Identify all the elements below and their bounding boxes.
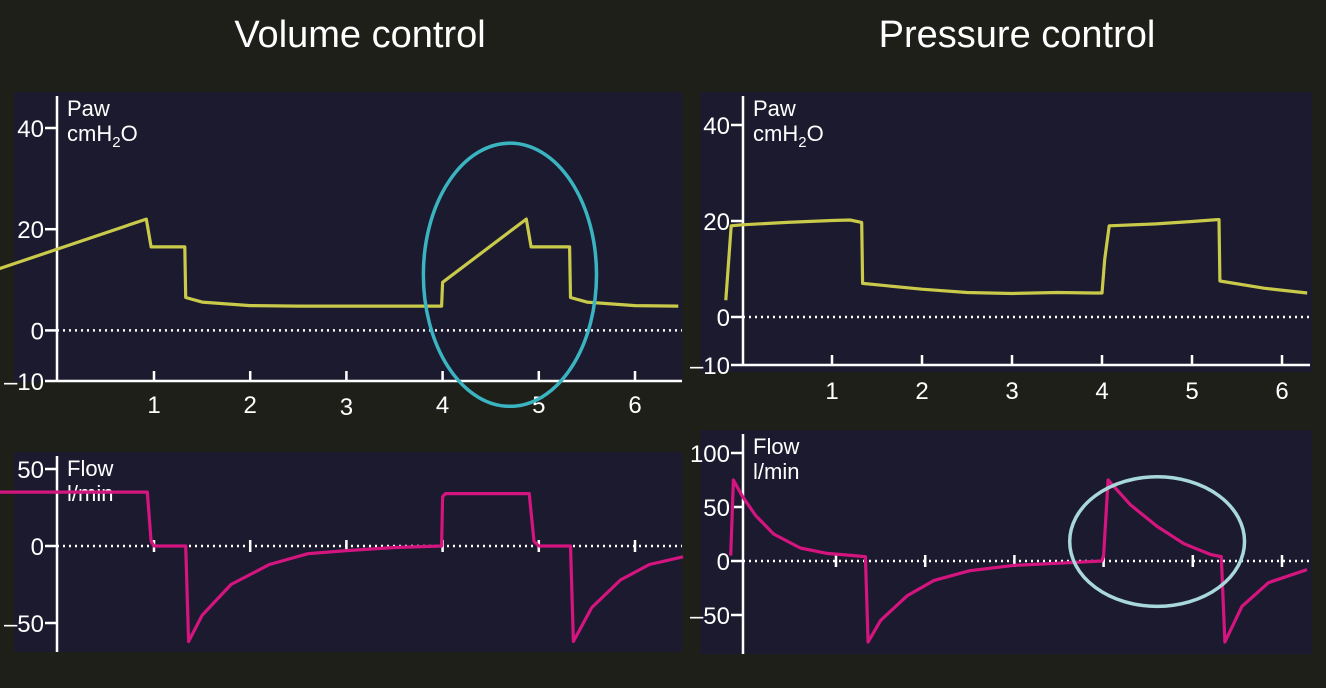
pc-flow-highlight-circle <box>1067 475 1247 609</box>
pc-pressure-yunit: cmH2O <box>753 121 824 151</box>
pc-pressure-trace <box>724 218 1308 301</box>
pc-flow-ytick-label: 50 <box>703 495 730 522</box>
pc-pressure-ytick-label: –10 <box>690 353 730 380</box>
vc-flow-ytick-label: 50 <box>17 457 44 484</box>
vc-pressure-ytick-label: –10 <box>4 369 44 396</box>
vc-pressure-ylabel: Paw <box>67 96 110 121</box>
pc-pressure-xtick-label: 2 <box>915 378 928 405</box>
pc-flow-trace <box>729 478 1308 644</box>
volume-control-title: Volume control <box>234 14 486 56</box>
vc-pressure-trace <box>0 217 679 308</box>
vc-pressure-yunit: cmH2O <box>67 121 138 151</box>
pc-pressure-xtick-label: 6 <box>1275 378 1288 405</box>
vc-pressure-xtick-label: 3 <box>340 394 353 421</box>
vc-pressure-ytick-label: 20 <box>17 217 44 244</box>
vc-pressure-ytick-label: 0 <box>31 318 44 345</box>
vc-pressure-highlight-circle <box>421 141 599 409</box>
vc-flow-ytick-label: –50 <box>4 611 44 638</box>
vc-pressure-panel <box>14 92 682 382</box>
pc-pressure-panel <box>700 92 1312 372</box>
vc-flow-ylabel: Flow <box>67 456 114 481</box>
pc-pressure-ytick-label: 0 <box>717 305 730 332</box>
pc-flow-ytick-label: 0 <box>717 549 730 576</box>
pc-flow-ytick-label: –50 <box>690 603 730 630</box>
vc-pressure-xtick-label: 4 <box>436 392 449 419</box>
pc-pressure-xtick-label: 5 <box>1185 378 1198 405</box>
pc-pressure-ylabel: Paw <box>753 96 796 121</box>
pc-flow-ytick-label: 100 <box>690 441 730 468</box>
vc-flow-trace <box>0 490 684 644</box>
pc-flow-ylabel: Flow <box>753 434 800 459</box>
vc-pressure-ytick-label: 40 <box>17 116 44 143</box>
pc-pressure-ytick-label: 20 <box>703 209 730 236</box>
pc-flow-yunit: l/min <box>753 459 799 484</box>
vc-flow-ytick-label: 0 <box>31 534 44 561</box>
pc-pressure-xtick-label: 1 <box>825 378 838 405</box>
pc-pressure-ytick-label: 40 <box>703 113 730 140</box>
vc-pressure-xtick-label: 6 <box>628 392 641 419</box>
pc-pressure-xtick-label: 3 <box>1005 378 1018 405</box>
vc-pressure-xtick-label: 2 <box>244 392 257 419</box>
pc-flow-panel <box>700 430 1312 654</box>
pc-pressure-xtick-label: 4 <box>1095 378 1108 405</box>
pressure-control-title: Pressure control <box>878 14 1156 56</box>
vc-pressure-xtick-label: 1 <box>147 392 160 419</box>
